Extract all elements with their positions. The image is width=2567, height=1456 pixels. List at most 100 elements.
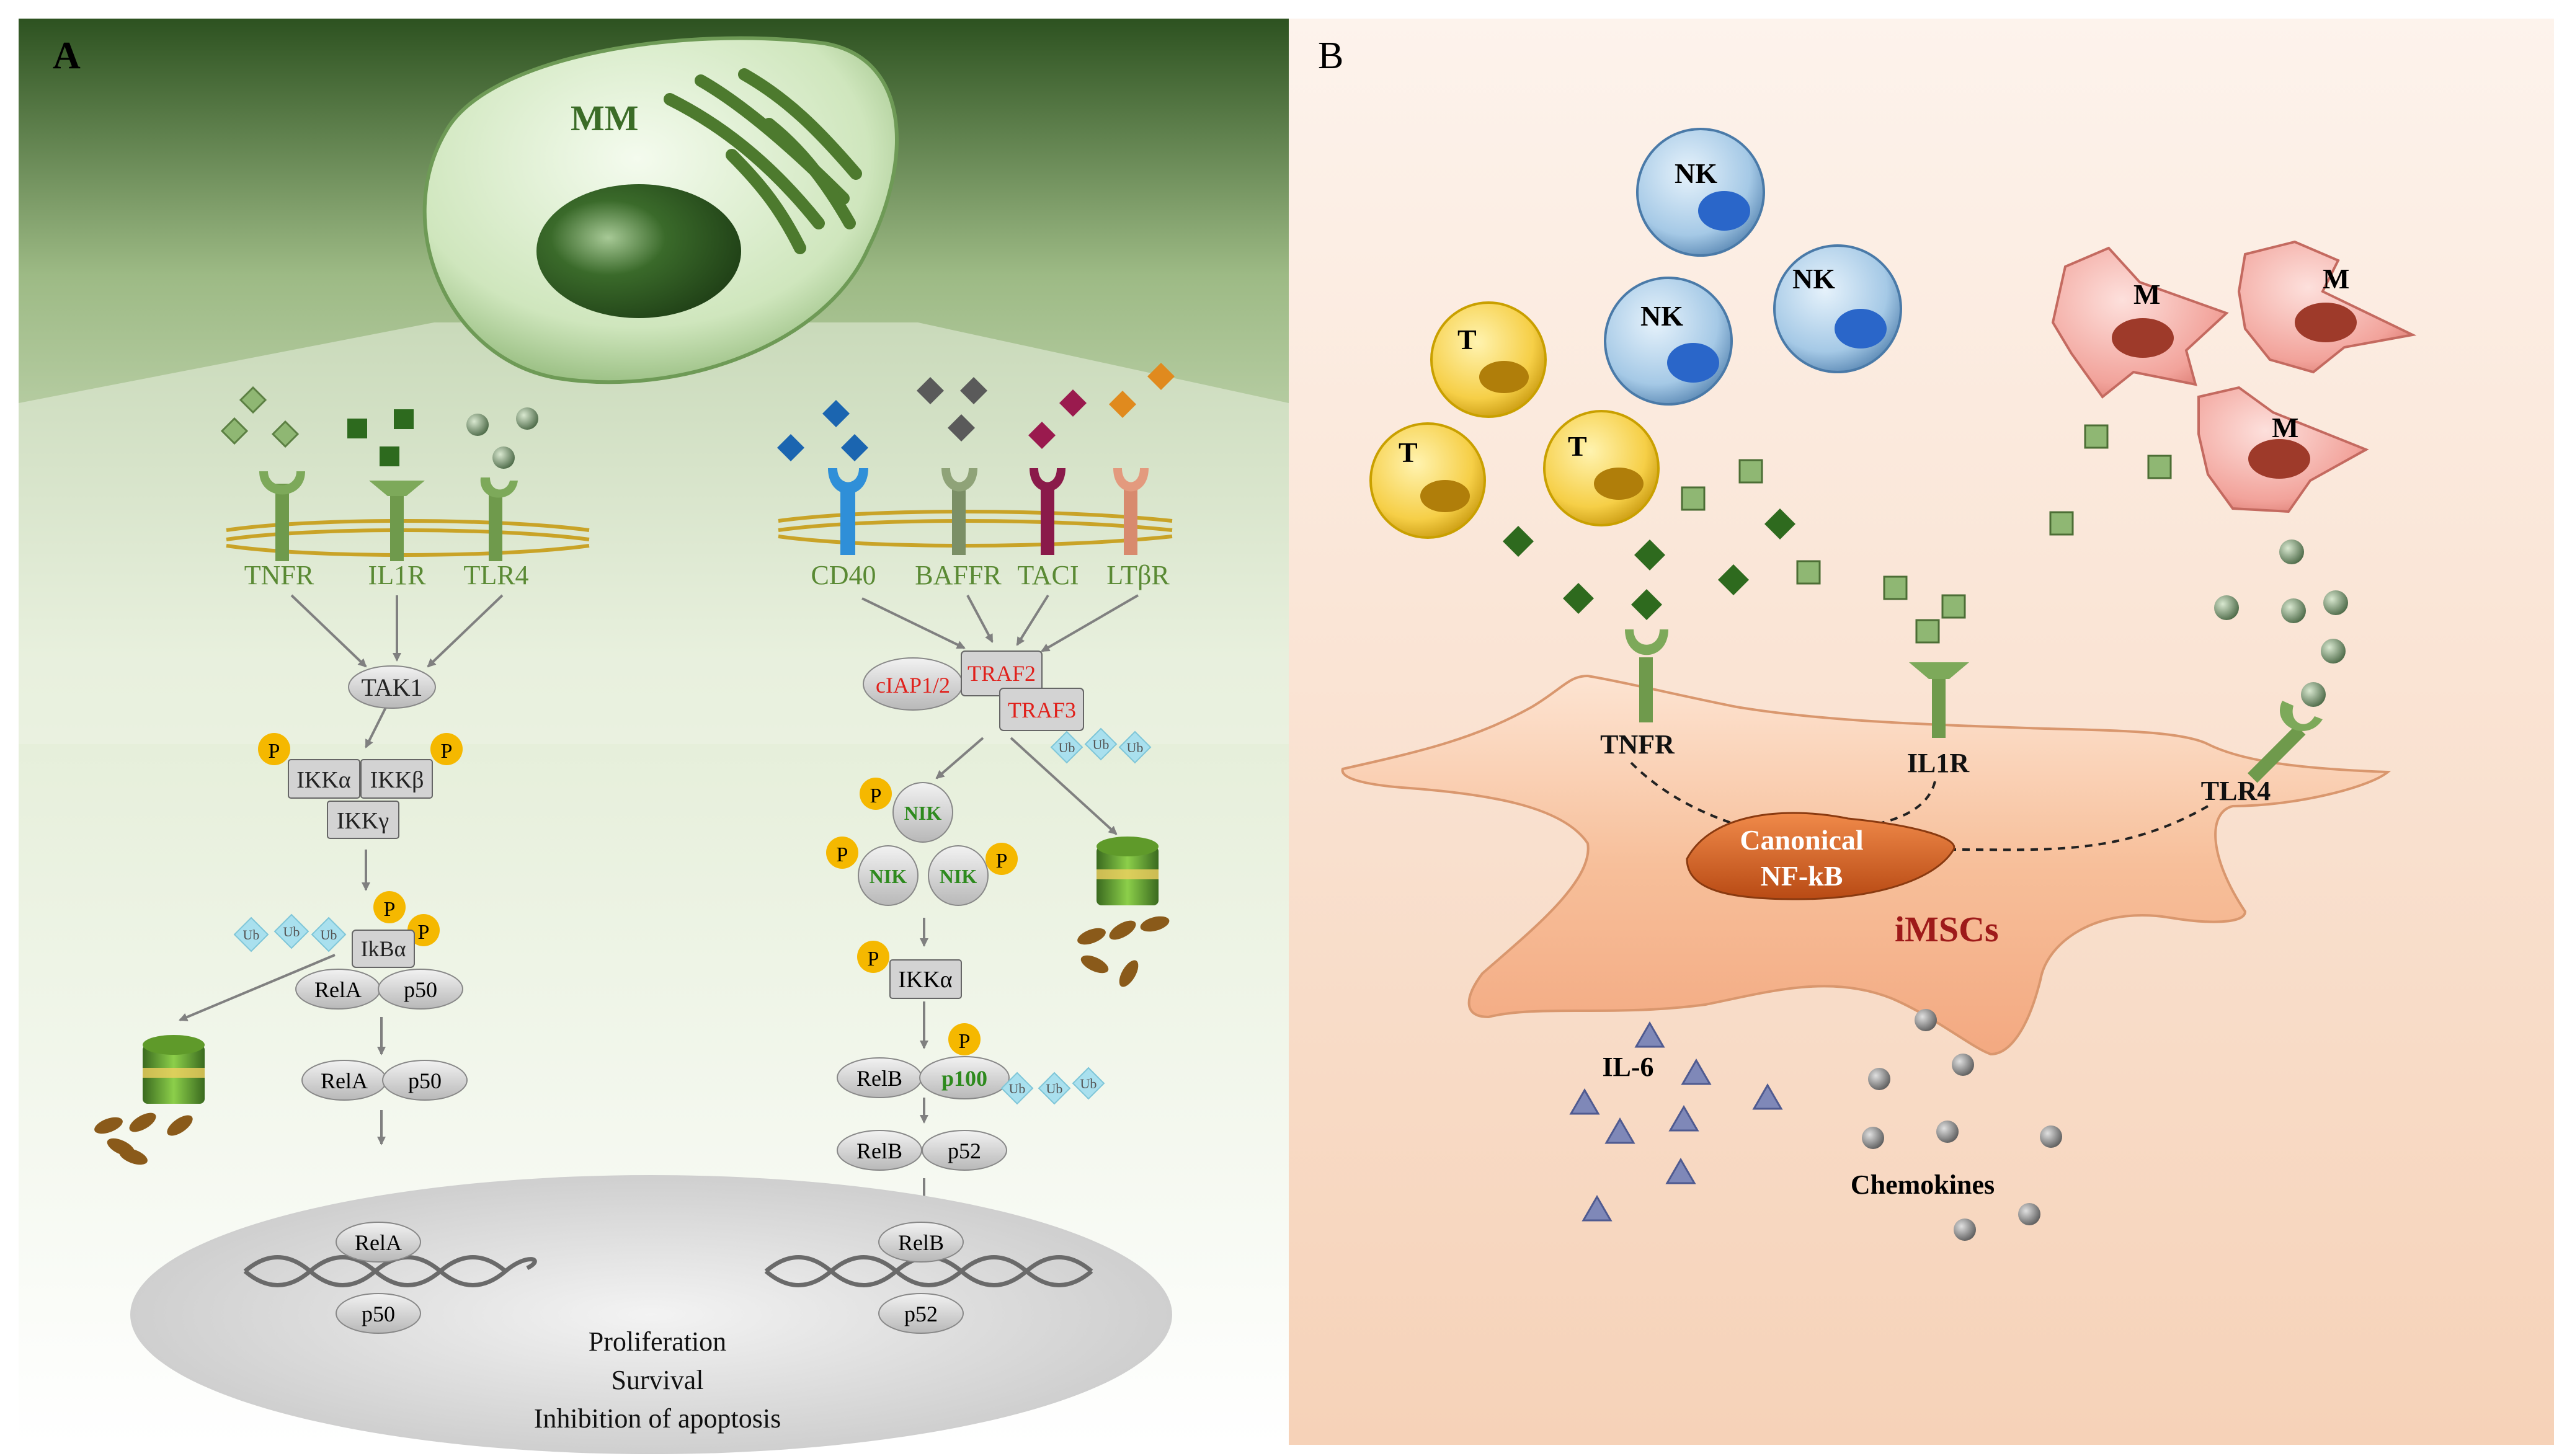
relb-label: RelB (856, 1139, 902, 1163)
chemokine-balls (1862, 1009, 2062, 1241)
nik-label: NIK (870, 865, 907, 887)
receptor-cd40 (828, 468, 868, 555)
ub-label: Ub (1046, 1081, 1063, 1096)
imsc-receptor-il1r (1909, 662, 1969, 738)
p-badge: P (418, 921, 430, 944)
imscs-label: iMSCs (1895, 909, 1999, 949)
proteasome-right (1097, 837, 1159, 905)
label-il1r: IL1R (368, 560, 427, 590)
t-label: T (1399, 437, 1418, 468)
receptor-tnfr (259, 471, 305, 561)
ub-label: Ub (1093, 737, 1110, 752)
ub-label: Ub (243, 927, 260, 943)
nfkb-node (1686, 812, 1955, 900)
rela-label: RelA (355, 1230, 402, 1255)
imsc-receptor-tlr4 (2248, 701, 2323, 783)
tnf-ligands (1503, 508, 1795, 620)
ikk-beta-label: IKKβ (370, 767, 424, 793)
receptor-il1r (369, 481, 425, 561)
rela-label: RelA (314, 977, 362, 1002)
panel-a: A MM (19, 19, 1289, 1454)
t-cells: T T T (1369, 301, 1660, 539)
nfkb-label-line2: NF-kB (1761, 860, 1843, 892)
label-tlr4: TLR4 (463, 560, 528, 590)
p-badge: P (870, 784, 882, 807)
mm-label: MM (571, 98, 639, 138)
p-badge: P (996, 850, 1008, 872)
ligands-lt (1109, 363, 1175, 418)
label-tnfr: TNFR (244, 560, 314, 590)
relb-p100: RelB p100 P Ub Ub Ub (837, 1023, 1105, 1105)
canonical-arrows (179, 594, 504, 1145)
p-badge: P (441, 740, 453, 763)
tak1-label: TAK1 (361, 673, 422, 701)
p-badge: P (868, 948, 879, 970)
ub-chain (233, 913, 347, 952)
mm-nucleus (536, 184, 741, 318)
receptor-tlr4 (480, 477, 518, 561)
relb-label: RelB (898, 1230, 944, 1255)
ligands-il1 (347, 409, 414, 466)
ub-label: Ub (283, 924, 300, 939)
nk-label: NK (1640, 300, 1683, 332)
receptor-baffr (941, 468, 977, 555)
ikka-nc-label: IKKα (898, 967, 953, 993)
imsc-receptor-tnfr (1625, 629, 1668, 722)
p52-label: p52 (904, 1302, 938, 1326)
relb-p52: RelB p52 (837, 1130, 1007, 1171)
traf2-label: TRAF2 (968, 661, 1036, 686)
outcomes: Proliferation Survival Inhibition of apo… (534, 1326, 781, 1434)
proteasome-left (143, 1035, 205, 1104)
chemokines-label: Chemokines (1851, 1170, 1995, 1200)
imsc-label-il1r: IL1R (1907, 748, 1970, 778)
label-baffr: BAFFR (915, 560, 1002, 590)
nk-cells: NK NK NK (1604, 128, 1902, 406)
il6-triangles (1569, 1021, 1783, 1222)
peptide-fragments-right (1077, 916, 1170, 987)
nuclear-dimers: RelA p50 RelB p52 (336, 1222, 964, 1334)
p52-label: p52 (948, 1139, 981, 1163)
panel-a-letter: A (53, 35, 81, 77)
ligands-tnf (220, 386, 300, 448)
mm-cell: MM (422, 36, 899, 384)
m-label: M (2133, 278, 2160, 310)
ub-label: Ub (1059, 740, 1075, 755)
m-label: M (2323, 263, 2349, 295)
p-badge: P (837, 843, 848, 866)
mm-organelles (664, 68, 862, 254)
ikk-complex: IKKα IKKβ IKKγ (288, 759, 433, 839)
outcome-survival: Survival (611, 1365, 703, 1395)
relb-label: RelB (856, 1066, 902, 1091)
p100-label: p100 (941, 1066, 987, 1091)
t-label: T (1568, 430, 1587, 462)
ligands-lps (466, 407, 538, 469)
outcome-apoptosis: Inhibition of apoptosis (534, 1403, 781, 1434)
rela-label: RelA (321, 1068, 368, 1093)
label-taci: TACI (1017, 560, 1079, 590)
traf3-label: TRAF3 (1008, 698, 1076, 722)
noncanonical-arrows (861, 594, 1139, 1210)
macrophages: M M M (2051, 240, 2417, 513)
p50-label: p50 (408, 1068, 442, 1093)
rela-p50-free: RelA p50 (301, 1060, 468, 1101)
ligands-baff (917, 377, 987, 442)
ub-label: Ub (1080, 1076, 1097, 1091)
peptide-fragments-left (94, 1112, 193, 1165)
il6-label: IL-6 (1602, 1052, 1653, 1082)
phospho-ikk: P P (258, 733, 463, 765)
panel-b-letter: B (1318, 35, 1343, 77)
nik-label: NIK (904, 802, 942, 824)
ub-chain-p100 (1000, 1067, 1105, 1105)
m-label: M (2272, 412, 2298, 443)
nk-label: NK (1792, 263, 1835, 295)
nk-label: NK (1675, 158, 1717, 189)
label-ltbr: LTβR (1106, 560, 1170, 590)
receptor-ltbr (1113, 468, 1149, 555)
ub-chain-traf3 (1050, 727, 1152, 764)
traf-complex: cIAP1/2 TRAF2 TRAF3 Ub Ub Ub (863, 650, 1152, 764)
ikba-label: IkBα (361, 936, 406, 961)
ikba-complex: P P IkBα Ub Ub Ub RelA p50 (233, 891, 463, 1010)
nik-complex: NIK NIK NIK P P P (826, 778, 1018, 906)
p50-label: p50 (362, 1302, 395, 1326)
